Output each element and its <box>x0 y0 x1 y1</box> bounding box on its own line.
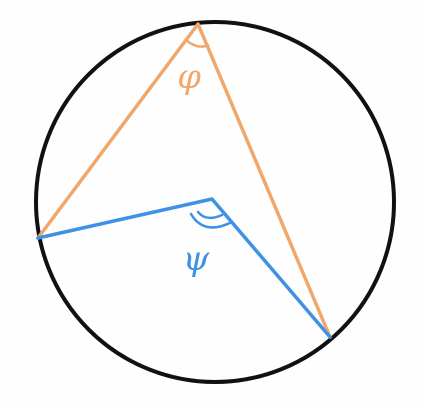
inscribed-angle-sides <box>36 22 332 339</box>
circle <box>34 20 396 384</box>
inscribed-angle-label: φ <box>177 57 201 97</box>
central-angle: ψ <box>36 197 332 339</box>
inscribed-angle: φ <box>36 22 332 339</box>
central-angle-arc-inner <box>196 210 224 220</box>
central-angle-label: ψ <box>183 239 210 279</box>
inscribed-angle-arc <box>184 38 210 48</box>
central-angle-arc-outer <box>189 212 234 229</box>
central-angle-sides <box>36 197 332 339</box>
